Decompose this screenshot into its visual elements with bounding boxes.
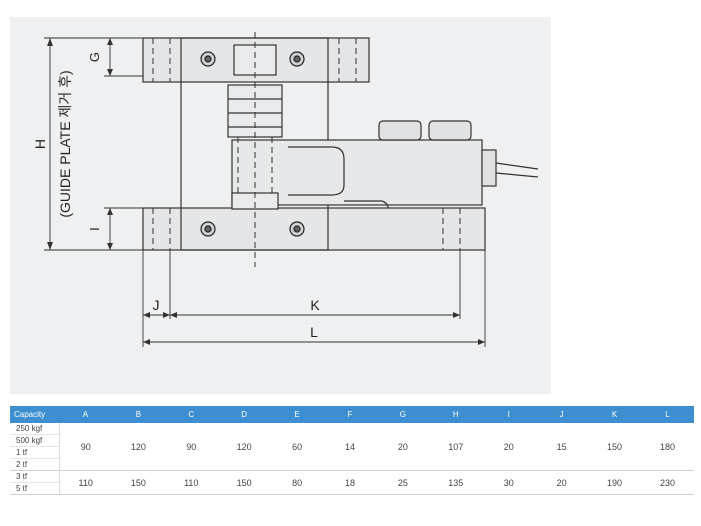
header-f: F [323, 406, 377, 423]
value-g: 25 [376, 470, 430, 495]
value-l: 230 [640, 470, 694, 495]
capacity-cell: 500 kgf [10, 434, 60, 447]
table-row: 250 kgf 90 120 90 120 60 14 20 107 20 15… [10, 423, 694, 471]
header-g: G [376, 406, 430, 423]
label-j: J [153, 297, 160, 313]
base-plate [142, 207, 486, 251]
capacity-cell: 1 tf [10, 446, 60, 459]
value-f: 14 [323, 423, 377, 471]
table-row: 2 tf [10, 458, 694, 471]
header-h: H [429, 406, 483, 423]
label-i: I [87, 227, 102, 231]
value-k: 190 [588, 470, 641, 495]
header-a: A [59, 406, 112, 423]
value-d: 120 [217, 423, 271, 471]
value-c: 110 [164, 470, 218, 495]
value-a: 110 [59, 470, 112, 495]
header-d: D [217, 406, 271, 423]
hex-cap-right [428, 120, 472, 141]
table-row: 5 tf [10, 482, 694, 495]
dimension-spec-table: Capacity A B C D E F G H I J K L 250 kgf… [10, 406, 694, 495]
value-b: 150 [111, 470, 165, 495]
load-cell-mount-drawing: G H (GUIDE PLATE 제거 후) I J K L [32, 32, 539, 347]
capacity-cell: 3 tf [10, 470, 60, 483]
value-e: 60 [270, 423, 324, 471]
header-k: K [588, 406, 641, 423]
value-j: 15 [535, 423, 589, 471]
header-i: I [482, 406, 536, 423]
value-e: 80 [270, 470, 324, 495]
capacity-cell: 250 kgf [10, 423, 60, 435]
header-l: L [640, 406, 694, 423]
value-i: 20 [482, 423, 536, 471]
table-row: 1 tf [10, 446, 694, 459]
load-cell-slot [288, 146, 345, 196]
table-row: 500 kgf [10, 434, 694, 447]
value-h: 135 [429, 470, 483, 495]
header-c: C [164, 406, 218, 423]
value-g: 20 [376, 423, 430, 471]
value-j: 20 [535, 470, 589, 495]
value-b: 120 [111, 423, 165, 471]
table-row: 3 tf 110 150 110 150 80 18 25 135 30 20 … [10, 470, 694, 495]
label-k: K [310, 297, 320, 313]
cable-gland [481, 149, 497, 187]
value-i: 30 [482, 470, 536, 495]
header-j: J [535, 406, 589, 423]
label-guide-plate: (GUIDE PLATE 제거 후) [57, 70, 73, 217]
header-b: B [111, 406, 165, 423]
header-capacity: Capacity [10, 406, 59, 423]
label-h: H [32, 139, 48, 149]
top-pin-block [233, 44, 277, 76]
value-c: 90 [164, 423, 218, 471]
header-e: E [270, 406, 324, 423]
label-g: G [87, 52, 102, 62]
value-l: 180 [640, 423, 694, 471]
capacity-cell: 2 tf [10, 458, 60, 471]
hex-cap-left [378, 120, 422, 141]
value-h: 107 [429, 423, 483, 471]
value-a: 90 [59, 423, 112, 471]
technical-drawing-panel: G H (GUIDE PLATE 제거 후) I J K L [10, 17, 551, 394]
value-f: 18 [323, 470, 377, 495]
value-k: 150 [588, 423, 641, 471]
label-l: L [310, 324, 318, 340]
capacity-cell: 5 tf [10, 482, 60, 495]
value-d: 150 [217, 470, 271, 495]
table-header-row: Capacity A B C D E F G H I J K L [10, 406, 694, 423]
